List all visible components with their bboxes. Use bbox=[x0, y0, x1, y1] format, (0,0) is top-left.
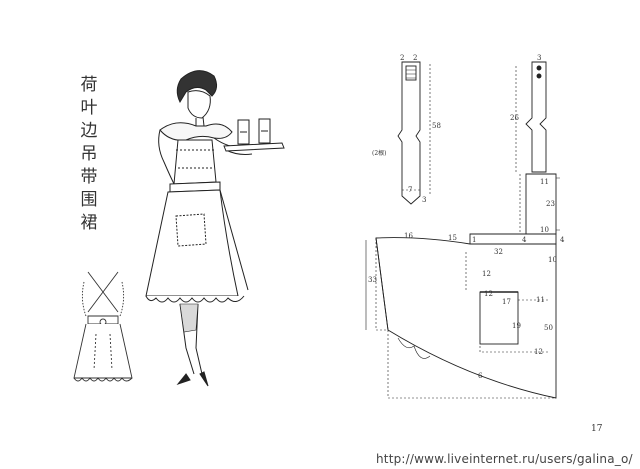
title-char: 裙 bbox=[80, 213, 98, 233]
vertical-title: 荷 叶 边 吊 带 围 裙 bbox=[78, 74, 100, 235]
waistband-pattern bbox=[469, 233, 557, 245]
skirt-label: 19 bbox=[512, 322, 521, 330]
skirt-pattern bbox=[365, 237, 557, 399]
apron-back-sketch bbox=[73, 271, 133, 382]
title-char: 叶 bbox=[80, 98, 98, 118]
skirt-label: 15 bbox=[448, 234, 457, 242]
strap-length-label: 58 bbox=[432, 122, 441, 130]
bib-label: 10 bbox=[540, 226, 549, 234]
skirt-label: 6 bbox=[478, 372, 483, 380]
skirt-label: 50 bbox=[544, 324, 553, 332]
skirt-label: 16 bbox=[404, 232, 413, 240]
skirt-label: 10 bbox=[548, 256, 557, 264]
page-number: 17 bbox=[591, 424, 603, 434]
title-char: 吊 bbox=[80, 144, 98, 164]
bib-label: 4 bbox=[522, 236, 527, 244]
watermark-url: http://www.liveinternet.ru/users/galina_… bbox=[376, 452, 633, 466]
title-char: 荷 bbox=[80, 75, 98, 95]
strap-bottom-label: 3 bbox=[422, 196, 426, 204]
skirt-label: 12 bbox=[534, 348, 543, 356]
skirt-label: 17 bbox=[502, 298, 511, 306]
skirt-label: 11 bbox=[536, 296, 545, 304]
strap-pattern bbox=[397, 61, 431, 205]
skirt-label: 33 bbox=[368, 276, 377, 284]
strap-bottom-label: 7 bbox=[408, 186, 412, 194]
skirt-label: 32 bbox=[494, 248, 503, 256]
strap-cut-note: (2根) bbox=[372, 149, 387, 157]
skirt-label: 12 bbox=[482, 270, 491, 278]
apron-woman-illustration bbox=[145, 70, 285, 387]
pattern-diagram: 2 2 58 (2根) 7 3 3 26 11 23 10 4 4 1 16 1… bbox=[365, 54, 565, 399]
bib-length-label: 26 bbox=[510, 114, 519, 122]
bib-label: 23 bbox=[546, 200, 555, 208]
face-shape bbox=[187, 90, 211, 119]
bib-label: 4 bbox=[560, 236, 565, 244]
title-char: 带 bbox=[80, 167, 98, 187]
bib-label: 11 bbox=[540, 178, 549, 186]
strap-top-label: 2 bbox=[413, 54, 417, 62]
bib-top-label: 3 bbox=[537, 54, 541, 62]
bib-label: 1 bbox=[472, 236, 476, 244]
title-char: 围 bbox=[80, 190, 98, 210]
hair-shape bbox=[176, 70, 218, 104]
bib-pattern bbox=[515, 61, 560, 235]
skirt-label: 12 bbox=[484, 290, 493, 298]
title-char: 边 bbox=[80, 121, 98, 141]
strap-top-label: 2 bbox=[400, 54, 404, 62]
